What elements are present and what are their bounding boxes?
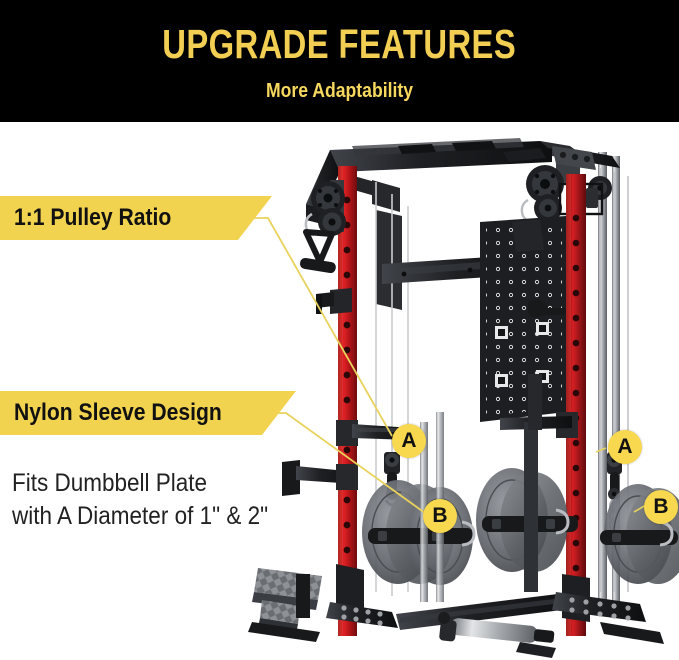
callout-banner-pulley-ratio: 1:1 Pulley Ratio xyxy=(0,196,272,240)
base-frame xyxy=(326,564,664,644)
callout-label-pulley-ratio: 1:1 Pulley Ratio xyxy=(14,204,172,231)
page-subtitle: More Adaptability xyxy=(265,80,414,102)
header-banner: UPGRADE FEATURES More Adaptability xyxy=(0,0,679,122)
landmine-barbell xyxy=(438,612,556,658)
marker-a-right: A xyxy=(608,430,642,464)
marker-b-right: B xyxy=(644,490,678,524)
pegboard-panel xyxy=(480,216,566,422)
marker-a-left: A xyxy=(392,424,426,458)
marker-b-left: B xyxy=(423,499,457,533)
callout-label-nylon-sleeve: Nylon Sleeve Design xyxy=(14,399,222,426)
feature-description-line-1: Fits Dumbbell Plate xyxy=(12,469,208,497)
step-platform xyxy=(248,568,322,642)
feature-description-line-2: with A Diameter of 1" & 2" xyxy=(12,502,269,530)
left-j-hook xyxy=(316,288,352,314)
callout-banner-nylon-sleeve: Nylon Sleeve Design xyxy=(0,391,296,435)
weight-stack-left xyxy=(362,480,476,585)
page-title: UPGRADE FEATURES xyxy=(162,21,517,67)
feature-description: Fits Dumbbell Plate with A Diameter of 1… xyxy=(12,467,282,533)
right-pulley-assembly xyxy=(520,165,612,223)
